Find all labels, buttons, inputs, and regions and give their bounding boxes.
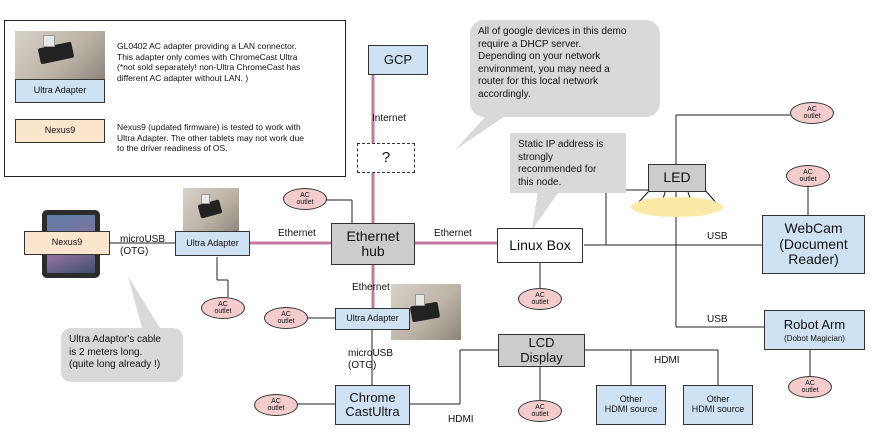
hdmi-label-chromecast: HDMI: [448, 414, 474, 425]
usb-label-robot: USB: [707, 314, 728, 325]
legend-nexus-text: Nexus9 (updated firmware) is tested to w…: [117, 122, 304, 154]
cable-callout-tail: [128, 276, 160, 328]
ac-outlet-adapter-bottom: AC outlet: [264, 307, 308, 329]
legend-nexus-label: Nexus9: [15, 119, 105, 143]
dhcp-callout-tail: [455, 106, 520, 150]
ac-outlet-robot: AC outlet: [788, 376, 832, 398]
cable-length-callout: Ultra Adaptor's cable is 2 meters long. …: [61, 328, 183, 382]
internet-label: Internet: [372, 113, 406, 124]
legend-box: Ultra Adapter GL0402 AC adapter providin…: [4, 20, 346, 177]
hdmi-source-2-node: Other HDMI source: [683, 385, 753, 425]
webcam-node: WebCam (Document Reader): [762, 215, 865, 274]
ethernet-label-bottom: Ethernet: [352, 282, 390, 293]
chromecast-node: Chrome CastUltra: [335, 385, 410, 425]
unknown-router-node: ?: [357, 143, 415, 173]
ethernet-hub-node: Ethernet hub: [331, 223, 415, 265]
ultra-adapter-bottom-node: Ultra Adapter: [335, 308, 410, 330]
static-ip-callout: Static IP address is strongly recommende…: [510, 133, 626, 193]
hdmi-label-sources: HDMI: [654, 355, 680, 366]
lcd-display-node: LCD Display: [498, 334, 585, 367]
static-ip-callout-tail: [532, 190, 560, 230]
nexus9-node: Nexus9: [24, 231, 110, 255]
microusb-label-left: microUSB (OTG): [120, 234, 166, 257]
ac-outlet-linux: AC outlet: [518, 288, 562, 310]
hdmi-source-1-node: Other HDMI source: [596, 385, 666, 425]
led-glow: [631, 197, 723, 217]
robot-arm-node: Robot Arm (Dobot Magician): [764, 310, 865, 350]
ac-outlet-webcam: AC outlet: [786, 165, 830, 187]
ac-outlet-adapter-left: AC outlet: [201, 297, 245, 319]
ac-outlet-lcd: AC outlet: [518, 400, 562, 422]
ethernet-label-left: Ethernet: [278, 228, 316, 239]
microusb-label-bottom: microUSB (OTG): [348, 348, 394, 371]
usb-label-webcam: USB: [707, 231, 728, 242]
legend-ultra-adapter-label: Ultra Adapter: [15, 79, 105, 103]
ac-outlet-hub: AC outlet: [283, 188, 327, 210]
dhcp-callout: All of google devices in this demo requi…: [470, 20, 660, 117]
ultra-adapter-photo: [15, 31, 105, 81]
ac-outlet-chromecast: AC outlet: [254, 394, 298, 416]
ac-outlet-led: AC outlet: [790, 102, 834, 124]
ultra-adapter-left-node: Ultra Adapter: [175, 231, 250, 256]
ethernet-label-linux: Ethernet: [434, 228, 472, 239]
robot-arm-subtitle: (Dobot Magician): [784, 334, 845, 343]
ultra-adapter-left-photo: [183, 188, 239, 232]
linux-box-node: Linux Box: [497, 228, 583, 263]
led-node: LED: [648, 164, 706, 192]
gcp-node: GCP: [368, 45, 428, 75]
robot-arm-title: Robot Arm: [783, 317, 846, 332]
legend-ultra-adapter-text: GL0402 AC adapter providing a LAN connec…: [117, 41, 301, 83]
